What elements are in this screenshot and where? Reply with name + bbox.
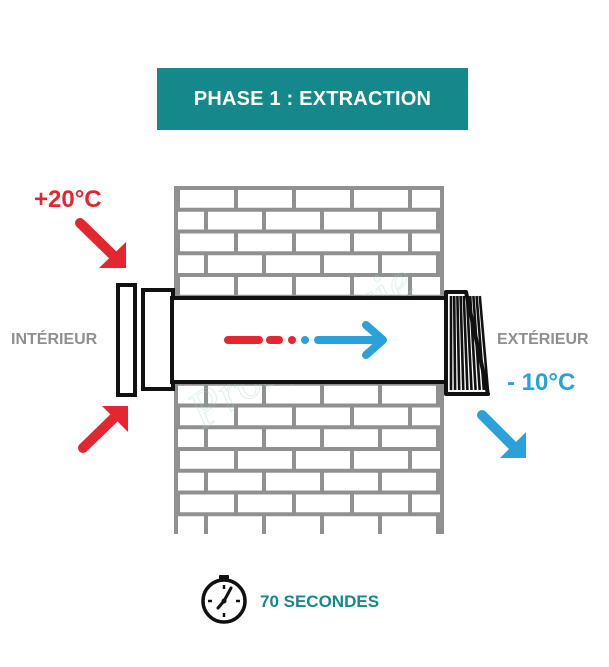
brick	[180, 407, 234, 426]
brick	[180, 494, 234, 513]
grille-slat	[478, 295, 490, 391]
brick	[180, 190, 234, 208]
brick	[382, 211, 436, 230]
brick	[178, 385, 204, 404]
brick	[208, 385, 262, 404]
brick	[296, 494, 350, 513]
brick	[324, 385, 378, 404]
brick	[296, 277, 350, 295]
brick	[382, 472, 436, 491]
brick	[238, 233, 292, 252]
brick	[180, 277, 234, 295]
brick	[382, 255, 436, 273]
brick	[382, 516, 436, 534]
brick	[412, 494, 440, 513]
brick	[238, 277, 292, 295]
brick	[296, 233, 350, 252]
grille-slat	[459, 295, 465, 391]
phase-title-banner: PHASE 1 : EXTRACTION	[157, 68, 468, 130]
brick	[238, 190, 292, 208]
brick	[296, 407, 350, 426]
brick	[382, 385, 436, 404]
brick	[266, 255, 320, 273]
brick	[324, 472, 378, 491]
brick	[208, 472, 262, 491]
brick	[324, 516, 378, 534]
outdoor-temperature: - 10°C	[507, 369, 576, 396]
brick	[412, 190, 440, 208]
airflow-arrow	[224, 321, 387, 359]
brick	[238, 494, 292, 513]
grille-slat	[465, 295, 473, 391]
brick	[266, 516, 320, 534]
brick	[208, 255, 262, 273]
brick	[266, 385, 320, 404]
brick	[238, 407, 292, 426]
brick	[178, 472, 204, 491]
grille-slat	[468, 295, 477, 391]
brick	[178, 429, 204, 447]
ventilation-unit	[116, 283, 490, 397]
brick	[238, 451, 292, 469]
brick	[266, 472, 320, 491]
brick	[208, 429, 262, 447]
brick	[354, 190, 408, 208]
brick	[208, 211, 262, 230]
brick	[354, 233, 408, 252]
grille-slat	[452, 295, 457, 391]
brick	[266, 429, 320, 447]
brick	[178, 255, 204, 273]
grille-slat	[462, 295, 469, 391]
cold-air-arrow	[477, 410, 526, 458]
indoor-label: INTÉRIEUR	[11, 331, 98, 348]
grille-slat	[475, 295, 486, 391]
brick	[354, 277, 408, 295]
brick	[354, 494, 408, 513]
stopwatch-icon	[201, 575, 247, 624]
grille-slat	[472, 295, 481, 391]
brick	[180, 233, 234, 252]
brick	[208, 516, 262, 534]
brick	[178, 516, 204, 534]
grille-slat	[456, 295, 461, 391]
warm-air-arrow-out	[78, 406, 128, 453]
brick	[382, 429, 436, 447]
brick	[412, 407, 440, 426]
indoor-temperature: +20°C	[34, 186, 102, 213]
timer-duration: 70 SECONDES	[260, 592, 380, 611]
brick	[266, 211, 320, 230]
warm-air-arrow-in	[75, 218, 126, 268]
phase-title: PHASE 1 : EXTRACTION	[193, 87, 432, 110]
brick	[296, 190, 350, 208]
brick	[354, 451, 408, 469]
brick	[178, 211, 204, 230]
brick	[324, 429, 378, 447]
brick	[296, 451, 350, 469]
brick	[412, 451, 440, 469]
brick	[180, 451, 234, 469]
brick	[412, 277, 440, 295]
brick	[354, 407, 408, 426]
brick	[324, 255, 378, 273]
outdoor-label: EXTÉRIEUR	[497, 331, 589, 348]
brick	[412, 233, 440, 252]
brick	[324, 211, 378, 230]
